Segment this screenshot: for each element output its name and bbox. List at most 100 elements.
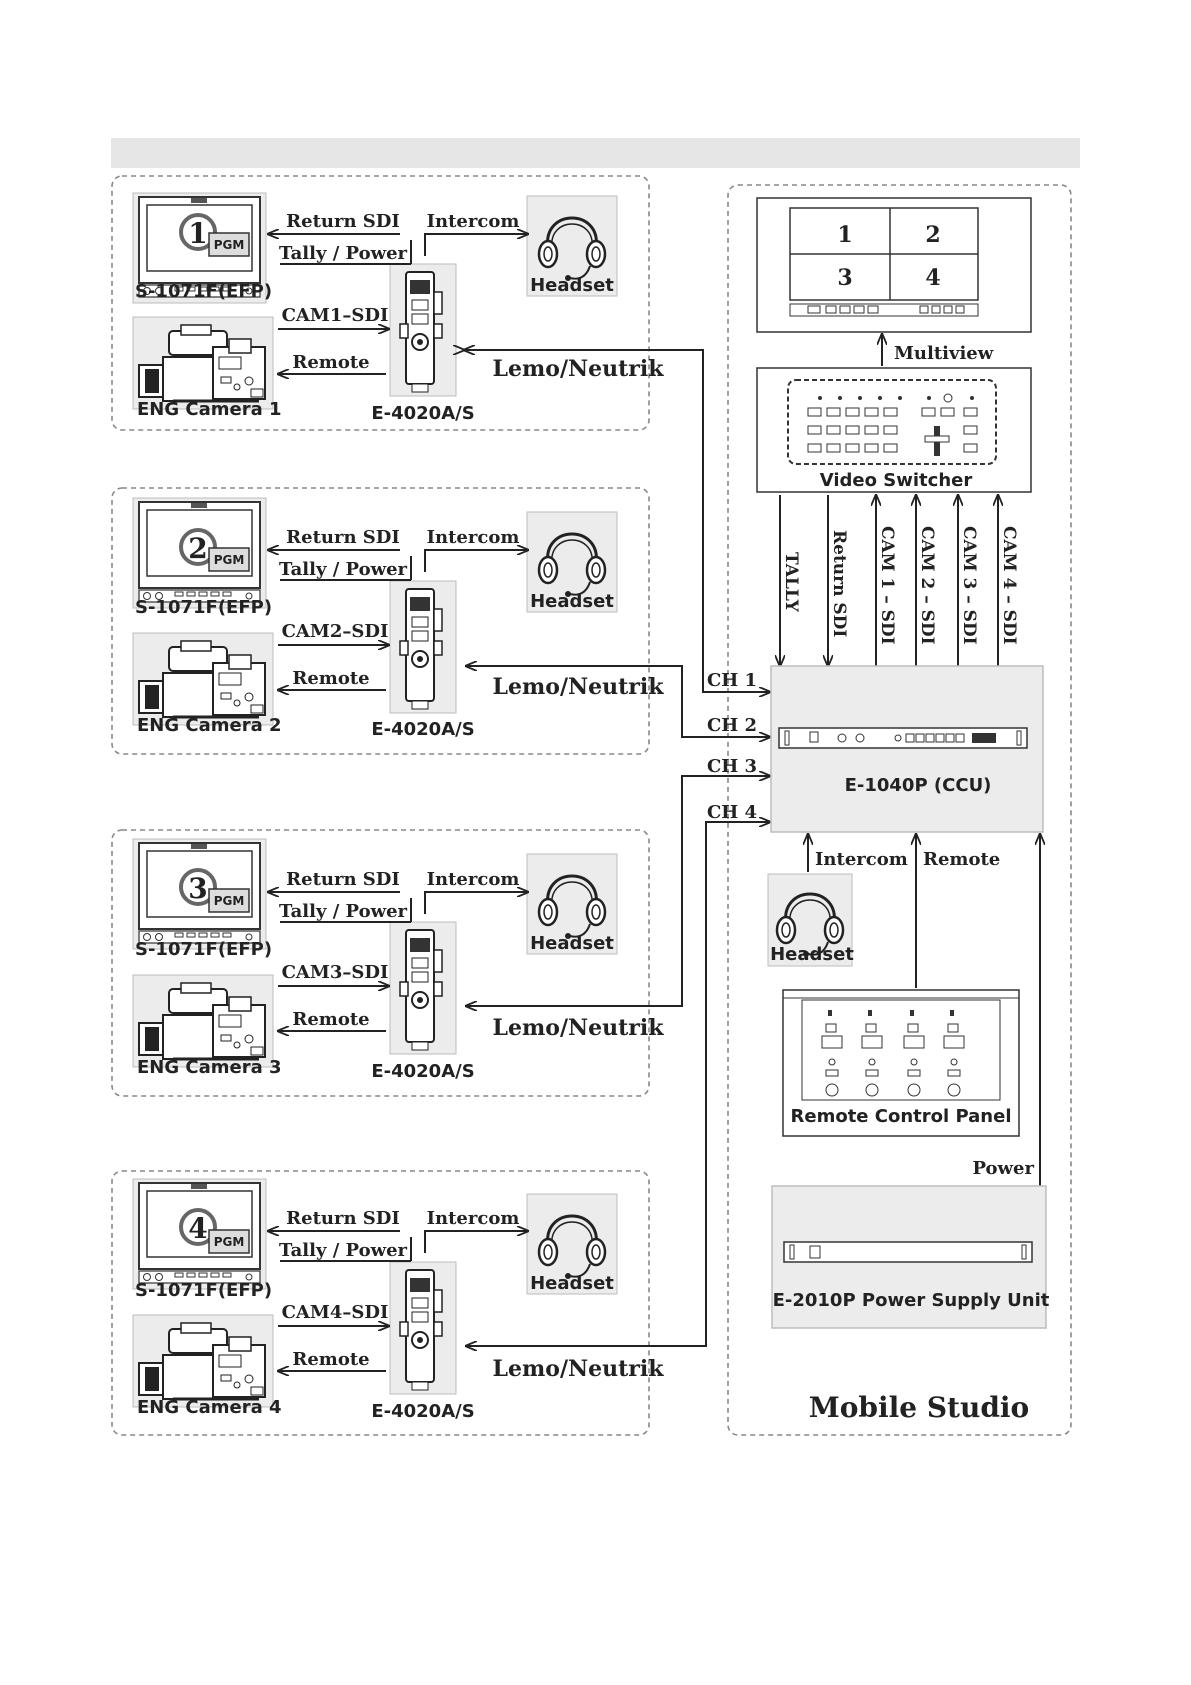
psu-label: E-2010P Power Supply Unit xyxy=(773,1290,1050,1311)
headset-label: Headset xyxy=(530,591,614,612)
cam3-sdi-label: CAM 3 – SDI xyxy=(959,526,979,645)
tally-power-label: Tally / Power xyxy=(279,901,408,922)
pgm-badge: PGM xyxy=(214,1235,245,1249)
studio-headset-label: Headset xyxy=(770,944,854,965)
camera-icon xyxy=(131,631,275,727)
pgm-badge: PGM xyxy=(214,238,245,252)
header-band xyxy=(111,138,1080,168)
cam-sdi-label: CAM2–SDI xyxy=(282,621,389,642)
adapter-label: E-4020A/S xyxy=(371,403,474,424)
cam-sdi-label: CAM1–SDI xyxy=(282,305,389,326)
cam4-sdi-label: CAM 4 – SDI xyxy=(999,526,1019,645)
group-3: 3 PGM S-1071F(EFP) ENG Camera 3 E-4020A/… xyxy=(131,838,665,1082)
camera-icon xyxy=(131,973,275,1069)
cam1-sdi-label: CAM 1 – SDI xyxy=(877,526,897,645)
ccu-remote-label: Remote xyxy=(923,849,1000,870)
monitor-number: 3 xyxy=(188,872,207,905)
return-sdi-label: Return SDI xyxy=(286,869,400,890)
tally-label: TALLY xyxy=(781,552,801,613)
ch1-label: CH 1 xyxy=(707,670,757,691)
cam-sdi-label: CAM4–SDI xyxy=(282,1302,389,1323)
cam-sdi-label: CAM3–SDI xyxy=(282,962,389,983)
headset-label: Headset xyxy=(530,1273,614,1294)
multiview-cell-1: 1 xyxy=(837,222,852,248)
intercom-label: Intercom xyxy=(427,211,520,232)
monitor-number-badge xyxy=(179,868,217,906)
lemo-neutrik-label: Lemo/Neutrik xyxy=(493,1356,665,1382)
headset-label: Headset xyxy=(530,275,614,296)
lemo-neutrik-label: Lemo/Neutrik xyxy=(493,674,665,700)
ch3-label: CH 3 xyxy=(707,756,757,777)
camera-label: ENG Camera 3 xyxy=(137,1057,282,1078)
multiview-cell-3: 3 xyxy=(837,265,852,291)
pgm-badge: PGM xyxy=(214,553,245,567)
monitor-label: S-1071F(EFP) xyxy=(135,1280,272,1301)
ch2-link xyxy=(468,665,770,737)
monitor-number-badge xyxy=(179,528,217,566)
ch1-link xyxy=(466,349,770,692)
group-2: 2 PGM S-1071F(EFP) ENG Camera 2 E-4020A/… xyxy=(131,497,665,740)
ch3-link xyxy=(466,776,770,1007)
lemo-neutrik-label: Lemo/Neutrik xyxy=(493,1015,665,1041)
ccu-unit: E-1040P (CCU) xyxy=(770,665,1044,833)
group-4: 4 PGM S-1071F(EFP) ENG Camera 4 E-4020A/… xyxy=(131,1178,665,1422)
rcp-label: Remote Control Panel xyxy=(791,1106,1012,1127)
adapter-label: E-4020A/S xyxy=(371,719,474,740)
multiview-cell-2: 2 xyxy=(925,222,940,248)
tally-power-label: Tally / Power xyxy=(279,243,408,264)
remote-label: Remote xyxy=(292,1349,369,1370)
adapter-icon xyxy=(389,580,457,714)
adapter-icon xyxy=(389,263,457,397)
monitor-number: 1 xyxy=(188,217,207,250)
camera-label: ENG Camera 2 xyxy=(137,715,282,736)
return-sdi-vert-label: Return SDI xyxy=(829,530,849,637)
ch4-link xyxy=(466,822,770,1347)
ch2-label: CH 2 xyxy=(707,715,757,736)
monitor-number: 2 xyxy=(188,532,207,565)
ccu-label: E-1040P (CCU) xyxy=(845,775,992,796)
return-sdi-label: Return SDI xyxy=(286,527,400,548)
multiview-cell-4: 4 xyxy=(925,265,940,291)
monitor-number: 4 xyxy=(188,1212,207,1245)
lemo-neutrik-label: Lemo/Neutrik xyxy=(493,356,665,382)
camera-label: ENG Camera 4 xyxy=(137,1397,282,1418)
cam2-sdi-label: CAM 2 – SDI xyxy=(917,526,937,645)
switcher-label: Video Switcher xyxy=(820,470,973,491)
camera-icon xyxy=(131,1313,275,1409)
remote-label: Remote xyxy=(292,1009,369,1030)
adapter-icon xyxy=(389,1261,457,1395)
intercom-label: Intercom xyxy=(427,869,520,890)
monitor-label: S-1071F(EFP) xyxy=(135,281,272,302)
camera-label: ENG Camera 1 xyxy=(137,399,282,420)
monitor-label: S-1071F(EFP) xyxy=(135,597,272,618)
group-2-frame xyxy=(111,487,650,755)
multiview-monitor: 1 2 3 4 xyxy=(756,197,1032,333)
return-sdi-label: Return SDI xyxy=(286,1208,400,1229)
group-1-frame xyxy=(111,175,650,431)
pgm-badge: PGM xyxy=(214,894,245,908)
power-label: Power xyxy=(973,1158,1035,1179)
headset-label: Headset xyxy=(530,933,614,954)
video-switcher: Video Switcher xyxy=(756,367,1032,493)
tally-power-label: Tally / Power xyxy=(279,1240,408,1261)
camera-icon xyxy=(131,315,275,411)
multiview-label: Multiview xyxy=(894,343,994,364)
remote-control-panel: Remote Control Panel xyxy=(782,989,1020,1137)
ccu-intercom-label: Intercom xyxy=(815,849,908,870)
remote-label: Remote xyxy=(292,668,369,689)
psu-unit: E-2010P Power Supply Unit xyxy=(771,1185,1050,1329)
group-3-frame xyxy=(111,829,650,1097)
remote-label: Remote xyxy=(292,352,369,373)
adapter-label: E-4020A/S xyxy=(371,1061,474,1082)
monitor-label: S-1071F(EFP) xyxy=(135,939,272,960)
monitor-number-badge xyxy=(179,213,217,251)
mobile-studio-title: Mobile Studio xyxy=(809,1391,1030,1424)
adapter-label: E-4020A/S xyxy=(371,1401,474,1422)
return-sdi-label: Return SDI xyxy=(286,211,400,232)
monitor-number-badge xyxy=(179,1208,217,1246)
adapter-icon xyxy=(389,921,457,1055)
tally-power-label: Tally / Power xyxy=(279,559,408,580)
ch4-label: CH 4 xyxy=(707,802,757,823)
group-1: 1 PGM S-1071F(EFP) ENG Camera 1 E-4020A/… xyxy=(131,192,665,424)
